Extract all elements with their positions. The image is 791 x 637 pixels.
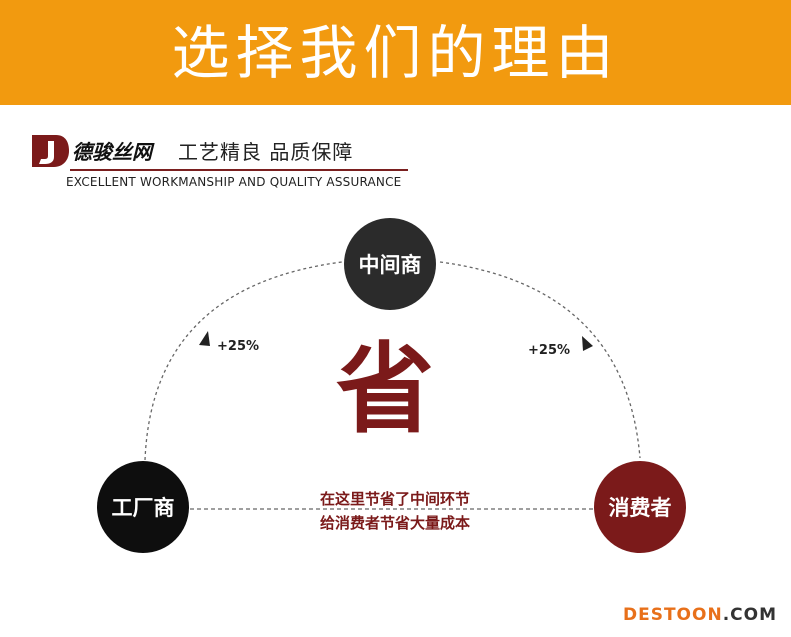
node-middleman: 中间商 (344, 218, 436, 310)
page-title: 选择我们的理由 (171, 19, 620, 87)
node-consumer: 消费者 (594, 461, 686, 553)
watermark-part1: DESTOON (622, 605, 723, 625)
markup-right: +25% (528, 343, 571, 358)
arc-middleman-to-consumer (439, 261, 641, 459)
brand-slogan: 工艺精良 品质保障 (178, 140, 354, 164)
brand-logo-icon (32, 135, 69, 167)
brand-name: 德骏丝网 (72, 140, 152, 164)
arrow-right-icon (582, 336, 593, 351)
arrow-left-icon (199, 331, 210, 346)
caption-line-2: 给消费者节省大量成本 (319, 514, 470, 532)
caption-line-1: 在这里节省了中间环节 (319, 490, 470, 508)
arc-factory-to-middleman (144, 261, 343, 461)
node-factory: 工厂商 (97, 461, 189, 553)
slogan-underline (70, 169, 408, 171)
save-character: 省 (335, 333, 434, 447)
header-banner: 选择我们的理由 (0, 0, 791, 105)
watermark: DESTOON.COM (623, 605, 777, 625)
markup-left: +25% (217, 339, 260, 354)
watermark-part2: .COM (722, 605, 777, 625)
brand-tagline: EXCELLENT WORKMANSHIP AND QUALITY ASSURA… (66, 175, 402, 189)
